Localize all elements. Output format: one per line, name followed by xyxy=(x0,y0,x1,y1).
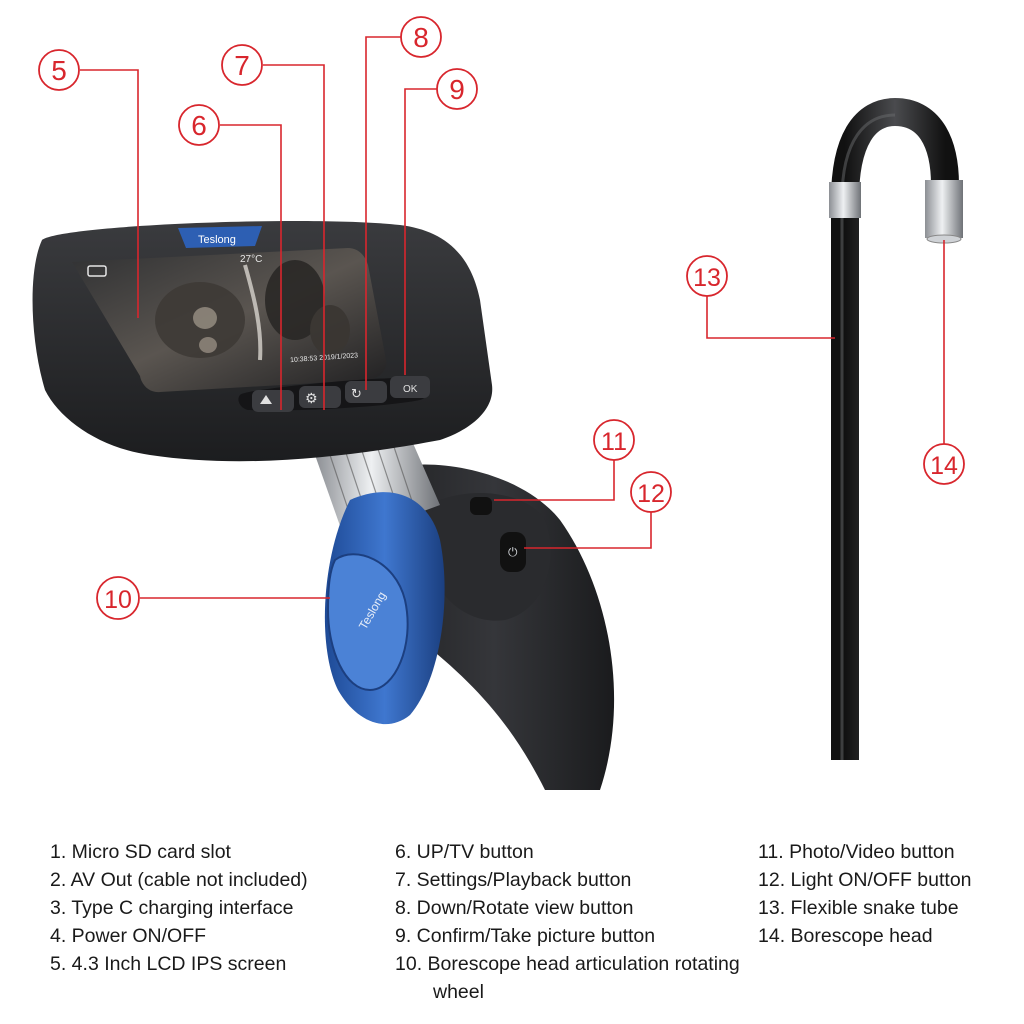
up-triangle-icon xyxy=(260,395,272,404)
svg-text:10: 10 xyxy=(104,586,132,614)
legend-item-7: 7. Settings/Playback button xyxy=(395,869,632,891)
svg-text:14: 14 xyxy=(930,452,958,480)
ok-icon: OK xyxy=(403,384,418,395)
svg-text:8: 8 xyxy=(413,22,429,53)
callout-8: 8 xyxy=(400,16,442,58)
gear-icon: ⚙ xyxy=(305,391,318,407)
photo-video-button[interactable] xyxy=(470,497,492,515)
svg-text:5: 5 xyxy=(51,55,67,86)
snake-tube xyxy=(831,97,959,760)
svg-text:9: 9 xyxy=(449,74,465,105)
callout-6: 6 xyxy=(178,104,220,146)
legend-item-14: 14. Borescope head xyxy=(758,925,933,947)
legend-item-11: 11. Photo/Video button xyxy=(758,841,955,863)
legend-item-13: 13. Flexible snake tube xyxy=(758,897,959,919)
callout-12: 12 xyxy=(630,471,672,513)
down-rotate-button[interactable]: ↻ xyxy=(345,381,387,403)
brand-label: Teslong xyxy=(198,234,236,246)
callout-13: 13 xyxy=(686,255,728,297)
legend-item-8: 8. Down/Rotate view button xyxy=(395,897,634,919)
screen-image xyxy=(155,260,350,361)
legend-item-9: 9. Confirm/Take picture button xyxy=(395,925,656,947)
legend-item-5: 5. 4.3 Inch LCD IPS screen xyxy=(50,953,287,975)
svg-text:12: 12 xyxy=(637,480,665,508)
rotate-icon: ↻ xyxy=(351,387,362,402)
screen-temp: 27°C xyxy=(240,254,262,265)
tube-ferrule xyxy=(829,182,861,218)
borescope-head[interactable] xyxy=(925,180,963,238)
legend-item-3: 3. Type C charging interface xyxy=(50,897,294,919)
svg-text:7: 7 xyxy=(234,50,250,81)
legend-item-2: 2. AV Out (cable not included) xyxy=(50,869,308,891)
up-tv-button[interactable] xyxy=(252,390,294,412)
settings-playback-button[interactable]: ⚙ xyxy=(299,386,341,408)
legend-item-4: 4. Power ON/OFF xyxy=(50,925,207,947)
callout-5: 5 xyxy=(38,49,80,91)
svg-text:6: 6 xyxy=(191,110,207,141)
wheel-hub xyxy=(326,553,409,692)
control-pod xyxy=(427,492,551,621)
callout-11: 11 xyxy=(593,419,635,461)
legend-item-6: 6. UP/TV button xyxy=(395,841,534,863)
brand-tab xyxy=(178,226,262,248)
legend-item-10: 10. Borescope head articulation rotating… xyxy=(395,953,740,1003)
callout-10: 10 xyxy=(96,576,140,620)
confirm-photo-button[interactable]: OK xyxy=(390,376,430,398)
legend-item-1: 1. Micro SD card slot xyxy=(50,841,231,863)
svg-text:13: 13 xyxy=(693,264,721,292)
light-button[interactable] xyxy=(500,532,526,572)
svg-text:11: 11 xyxy=(601,428,627,456)
legend-item-12: 12. Light ON/OFF button xyxy=(758,869,972,891)
light-icon: ⏻ xyxy=(508,545,518,559)
callout-9: 9 xyxy=(436,68,478,110)
callout-14: 14 xyxy=(923,443,965,485)
battery-icon xyxy=(87,265,107,277)
callout-7: 7 xyxy=(221,44,263,86)
